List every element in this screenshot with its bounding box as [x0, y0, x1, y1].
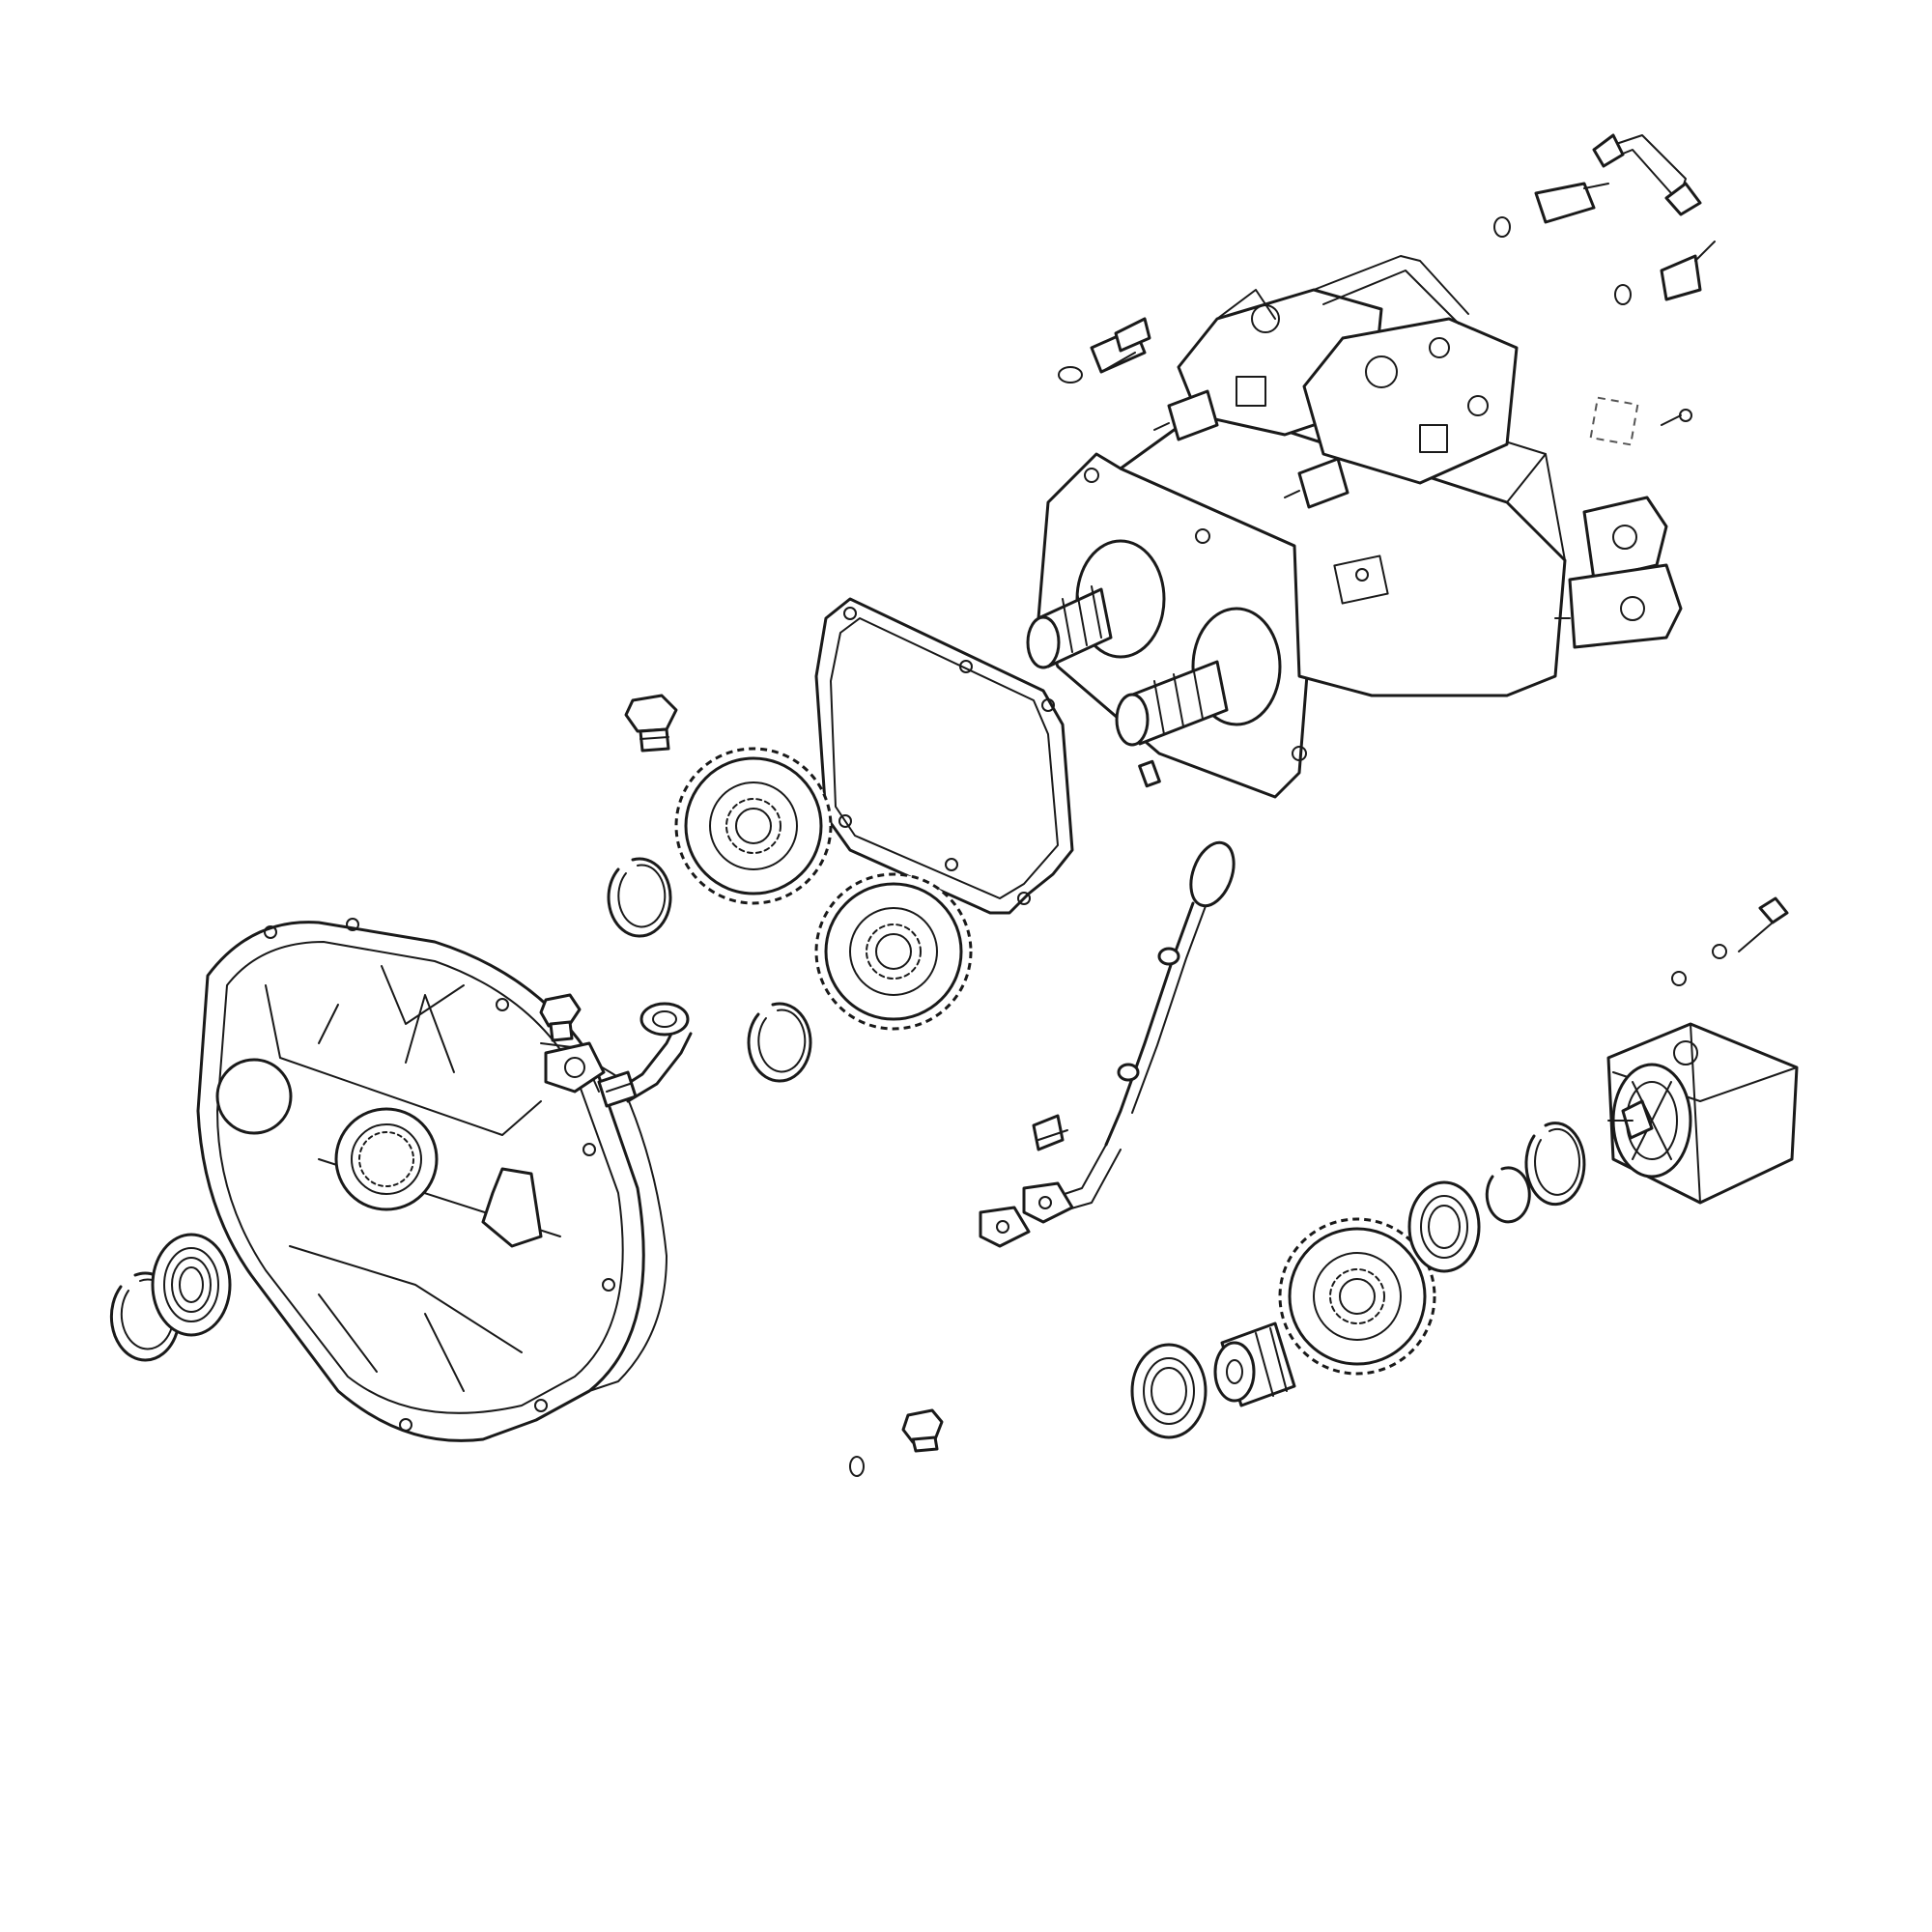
pump-housing-cover	[196, 918, 668, 1442]
lower-drive-gear	[1278, 1217, 1436, 1376]
spline-coupling	[1213, 1321, 1296, 1407]
elbow-fitting	[1493, 182, 1716, 305]
middle-drive-gear	[814, 872, 973, 1031]
oil-seal	[151, 1233, 232, 1337]
gear-pump	[1606, 1022, 1799, 1205]
o-ring	[1589, 396, 1692, 446]
upper-drive-gear	[674, 747, 833, 905]
socket-head-bolt	[1032, 896, 1789, 1151]
hex-bolt	[1058, 317, 1151, 384]
ball-bearing	[1130, 1180, 1481, 1439]
hydraulic-pump-assembly	[1026, 255, 1683, 799]
oil-dipstick-tube	[979, 840, 1236, 1248]
hydraulic-line-fitting	[1592, 133, 1702, 216]
drain-plug	[539, 694, 944, 1477]
elbow-fitting	[597, 1002, 693, 1108]
